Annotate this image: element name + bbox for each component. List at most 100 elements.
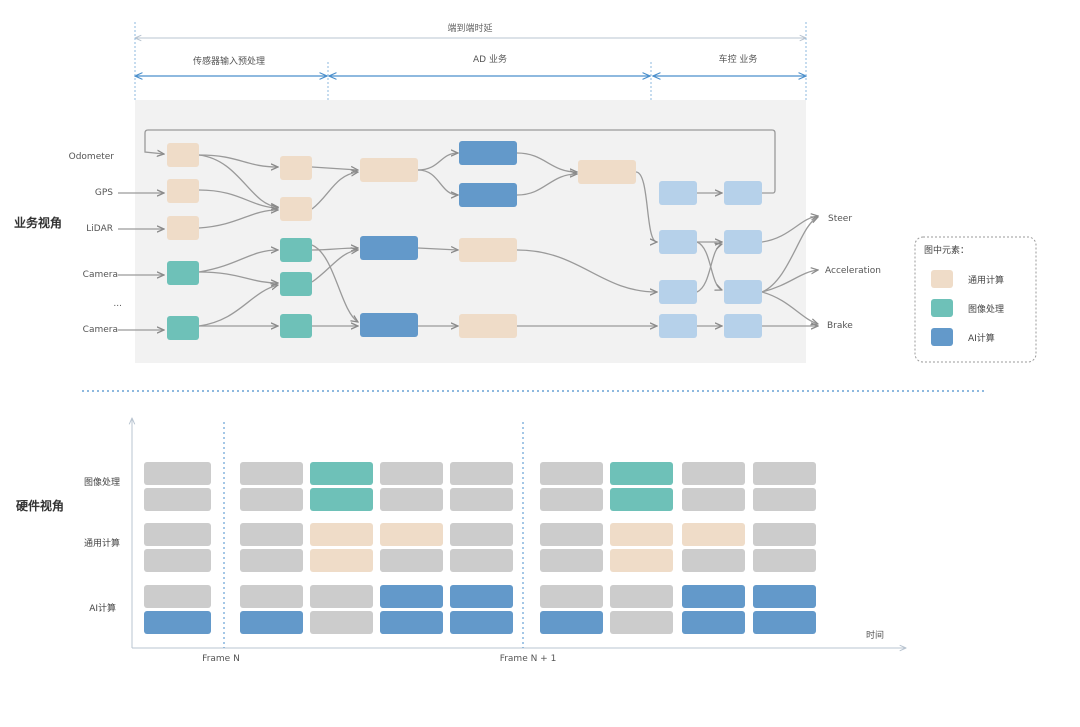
hw-slot-r6-c1	[144, 611, 211, 634]
node-stage2-general-1	[280, 156, 312, 180]
hw-slot-r5-c8	[682, 585, 745, 608]
hw-slot-r1-c2	[240, 462, 303, 485]
hw-slot-r6-c6	[540, 611, 603, 634]
legend-label-image: 图像处理	[968, 303, 1004, 315]
legend-swatch-ai	[931, 328, 953, 346]
hw-row-label-image: 图像处理	[84, 476, 120, 488]
hw-slot-r4-c9	[753, 549, 816, 572]
hw-slot-r3-c6	[540, 523, 603, 546]
hw-slot-r4-c6	[540, 549, 603, 572]
phase-label-ad: AD 业务	[473, 53, 507, 65]
node-fusion-general	[578, 160, 636, 184]
business-view-title: 业务视角	[14, 215, 62, 230]
node-stage4-ai-2	[459, 183, 517, 207]
node-camera-1-preprocess	[167, 261, 199, 285]
hw-slot-r5-c9	[753, 585, 816, 608]
node-control-1-4	[659, 314, 697, 338]
legend-frame	[914, 236, 1037, 363]
legend-label-general: 通用计算	[968, 274, 1004, 286]
frame-label-n-plus-1: Frame N + 1	[500, 654, 557, 664]
hw-slot-r2-c7	[610, 488, 673, 511]
hw-slot-r3-c7	[610, 523, 673, 546]
hw-slot-r2-c9	[753, 488, 816, 511]
hw-slot-r5-c6	[540, 585, 603, 608]
hw-slot-r4-c3	[310, 549, 373, 572]
end-to-end-latency-bar: 端到端时延	[135, 22, 806, 38]
hw-slot-r3-c5	[450, 523, 513, 546]
node-stage2-image-3	[280, 314, 312, 338]
node-control-2-2	[724, 230, 762, 254]
node-odometer-preprocess	[167, 143, 199, 167]
node-control-2-1	[724, 181, 762, 205]
input-label-lidar: LiDAR	[86, 224, 113, 234]
hw-slot-r3-c8	[682, 523, 745, 546]
hw-slot-r5-c7	[610, 585, 673, 608]
hw-slot-r3-c2	[240, 523, 303, 546]
hardware-row-labels: 图像处理 通用计算 AI计算	[84, 476, 120, 614]
node-lidar-preprocess	[167, 216, 199, 240]
legend-swatch-general	[931, 270, 953, 288]
hw-slot-r4-c8	[682, 549, 745, 572]
input-label-odometer: Odometer	[69, 152, 115, 162]
hw-slot-r4-c5	[450, 549, 513, 572]
end-to-end-label: 端到端时延	[447, 22, 492, 34]
hw-row-label-general: 通用计算	[84, 537, 120, 549]
hw-slot-r2-c3	[310, 488, 373, 511]
hw-slot-r6-c3	[310, 611, 373, 634]
hw-slot-r4-c7	[610, 549, 673, 572]
input-label-ellipsis: ...	[113, 299, 122, 309]
legend-label-ai: AI计算	[968, 332, 995, 344]
hw-slot-r4-c4	[380, 549, 443, 572]
input-labels: Odometer GPS LiDAR Camera ... Camera	[69, 152, 122, 335]
node-camera-2-preprocess	[167, 316, 199, 340]
hw-slot-r4-c2	[240, 549, 303, 572]
hw-slot-r3-c4	[380, 523, 443, 546]
input-label-camera-2: Camera	[83, 325, 118, 335]
frame-label-n: Frame N	[202, 654, 240, 664]
node-stage4-general-2	[459, 314, 517, 338]
hw-slot-r6-c9	[753, 611, 816, 634]
hw-slot-r6-c7	[610, 611, 673, 634]
hw-slot-r4-c1	[144, 549, 211, 572]
node-control-1-2	[659, 230, 697, 254]
node-stage3-ai-2	[360, 313, 418, 337]
hw-slot-r6-c5	[450, 611, 513, 634]
time-axis-label: 时间	[866, 629, 884, 641]
legend-swatch-image	[931, 299, 953, 317]
node-stage3-ai-1	[360, 236, 418, 260]
hw-slot-r3-c1	[144, 523, 211, 546]
hw-slot-r5-c2	[240, 585, 303, 608]
hw-slot-r5-c1	[144, 585, 211, 608]
hardware-view-title: 硬件视角	[16, 498, 64, 513]
hw-slot-r5-c3	[310, 585, 373, 608]
node-stage4-general-1	[459, 238, 517, 262]
output-labels: Steer Acceleration Brake	[825, 214, 881, 331]
node-stage2-general-2	[280, 197, 312, 221]
hw-row-label-ai: AI计算	[89, 602, 116, 614]
hw-slot-r3-c3	[310, 523, 373, 546]
input-label-gps: GPS	[95, 188, 113, 198]
hw-slot-r2-c1	[144, 488, 211, 511]
node-gps-preprocess	[167, 179, 199, 203]
hw-slot-r6-c4	[380, 611, 443, 634]
hw-slot-r2-c8	[682, 488, 745, 511]
hw-slot-r1-c8	[682, 462, 745, 485]
flow-connections	[118, 129, 818, 330]
node-control-2-4	[724, 314, 762, 338]
hw-slot-r6-c2	[240, 611, 303, 634]
hw-slot-r5-c5	[450, 585, 513, 608]
output-label-acceleration: Acceleration	[825, 266, 881, 276]
hw-slot-r6-c8	[682, 611, 745, 634]
hw-slot-r1-c5	[450, 462, 513, 485]
node-control-2-3	[724, 280, 762, 304]
hw-slot-r2-c6	[540, 488, 603, 511]
flow-nodes	[167, 141, 762, 340]
hw-slot-r1-c3	[310, 462, 373, 485]
hw-slot-r1-c7	[610, 462, 673, 485]
hw-slot-r2-c4	[380, 488, 443, 511]
input-label-camera-1: Camera	[83, 270, 118, 280]
node-stage4-ai-1	[459, 141, 517, 165]
hw-slot-r1-c6	[540, 462, 603, 485]
legend-title: 图中元素：	[924, 244, 969, 256]
